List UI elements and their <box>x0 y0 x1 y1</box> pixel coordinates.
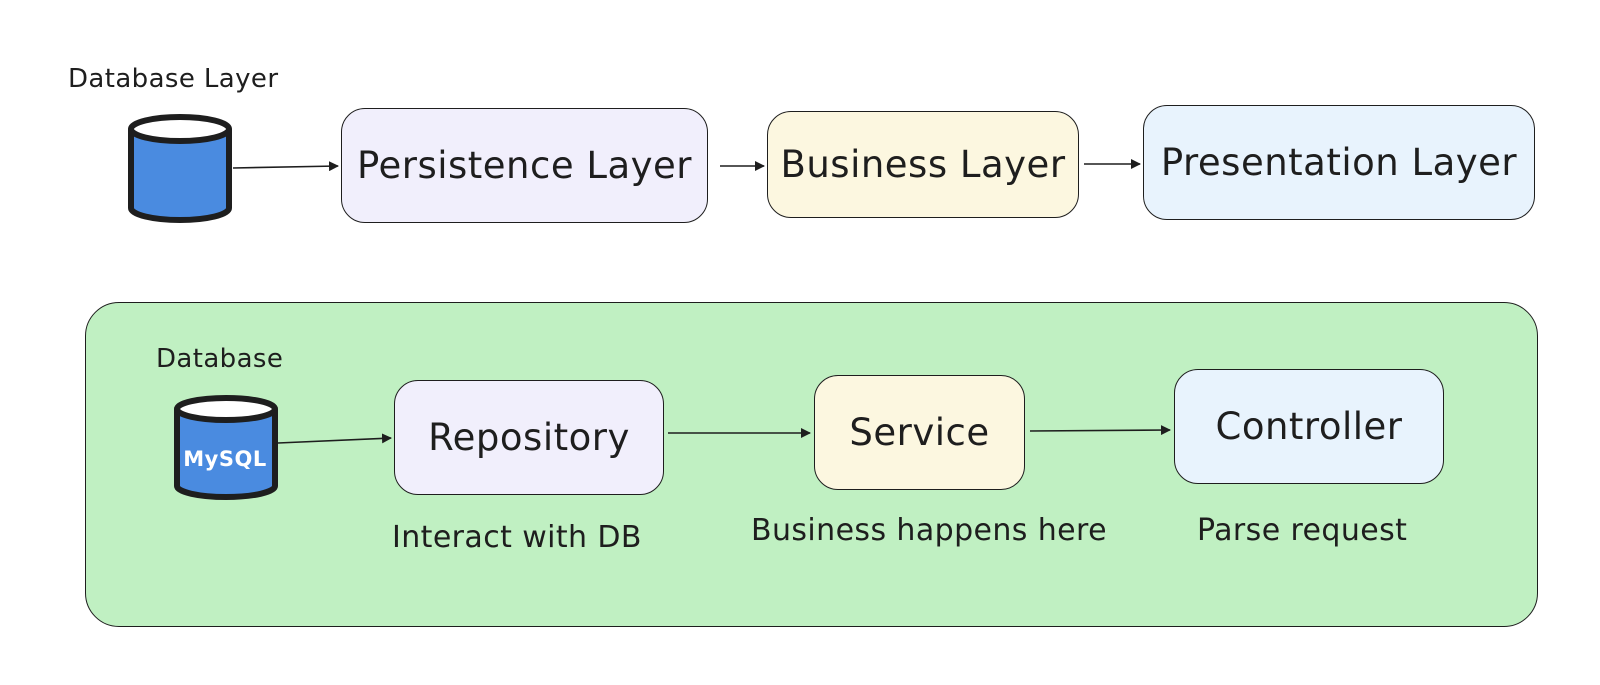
service-label: Service <box>849 411 990 454</box>
controller-caption: Parse request <box>1197 513 1408 548</box>
business-layer-box: Business Layer <box>767 111 1079 218</box>
mysql-label: MySQL <box>183 447 267 471</box>
persistence-layer-label: Persistence Layer <box>356 144 693 187</box>
persistence-layer-box: Persistence Layer <box>341 108 708 223</box>
service-caption: Business happens here <box>751 513 1107 548</box>
presentation-layer-box: Presentation Layer <box>1143 105 1535 220</box>
repository-label: Repository <box>428 416 630 459</box>
database-label: Database <box>156 344 284 374</box>
database-layer-cylinder-icon <box>128 114 232 223</box>
arrow-db-to-persistence <box>232 161 339 172</box>
controller-label: Controller <box>1215 405 1403 448</box>
repository-box: Repository <box>394 380 664 495</box>
controller-box: Controller <box>1174 369 1444 484</box>
business-layer-label: Business Layer <box>780 143 1066 186</box>
service-box: Service <box>814 375 1025 490</box>
database-layer-label: Database Layer <box>68 64 279 94</box>
presentation-layer-label: Presentation Layer <box>1160 141 1518 184</box>
repository-caption: Interact with DB <box>392 520 642 555</box>
